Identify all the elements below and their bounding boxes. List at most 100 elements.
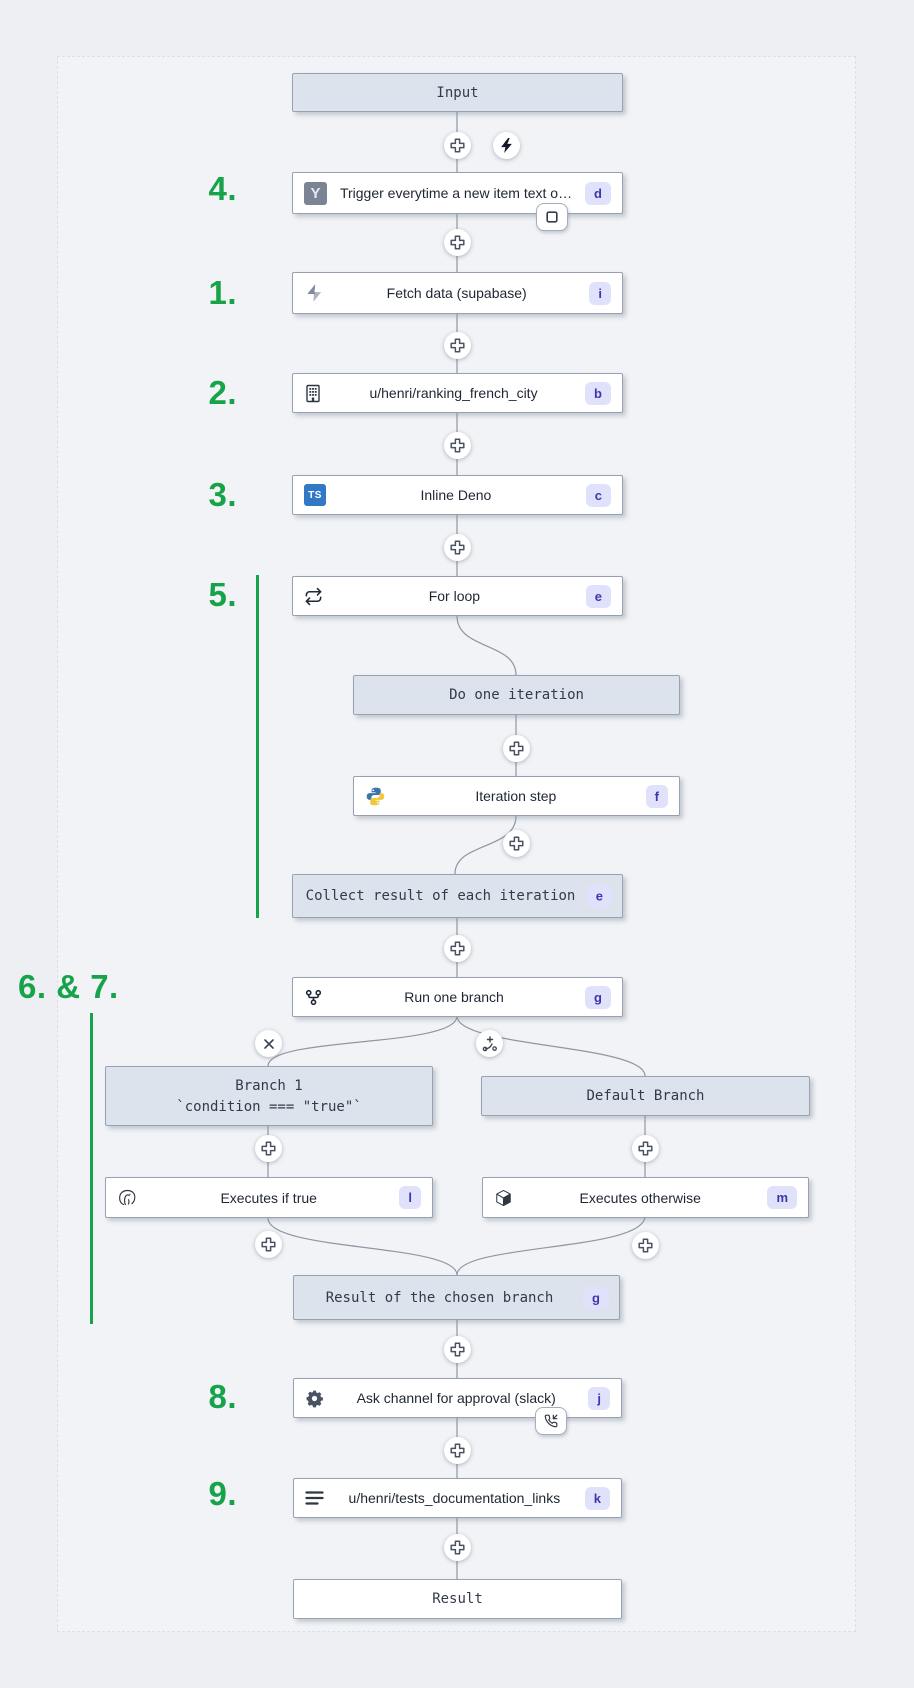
annotation-6-7: 6. & 7. [18, 968, 119, 1005]
add-step-button[interactable] [444, 1437, 471, 1464]
add-step-button[interactable] [444, 1534, 471, 1561]
step-ask-approval-badge: j [588, 1386, 610, 1410]
plus-icon [509, 741, 524, 756]
step-trigger-badge: d [585, 181, 611, 205]
close-icon [263, 1038, 274, 1049]
step-ask-approval-label: Ask channel for approval (slack) [356, 1390, 556, 1406]
step-inline-deno[interactable]: TS Inline Deno c [292, 475, 623, 515]
supabase-bolt-icon [304, 283, 324, 303]
step-tests-documentation-links-label: u/henri/tests_documentation_links [348, 1490, 561, 1506]
input-node[interactable]: Input [292, 73, 623, 112]
add-step-button[interactable] [632, 1135, 659, 1162]
collect-result-label: Collect result of each iteration [305, 888, 576, 904]
plus-icon [450, 1540, 465, 1555]
step-executes-otherwise[interactable]: Executes otherwise m [482, 1177, 809, 1218]
step-trigger-label: Trigger everytime a new item text o… [339, 185, 573, 201]
plus-icon [450, 138, 465, 153]
annotation-9: 9. [208, 1475, 237, 1512]
annotation-1: 1. [208, 274, 237, 311]
step-ask-approval[interactable]: Ask channel for approval (slack) j [293, 1378, 622, 1418]
step-executes-otherwise-label: Executes otherwise [579, 1189, 701, 1206]
plus-icon [261, 1237, 276, 1252]
step-executes-if-true-label: Executes if true [220, 1189, 317, 1206]
section-6-7-line [90, 1013, 93, 1324]
step-ranking-french-city[interactable]: u/henri/ranking_french_city b [292, 373, 623, 413]
result-node[interactable]: Result [293, 1579, 622, 1619]
step-run-one-branch-badge: g [585, 985, 611, 1009]
add-step-button[interactable] [444, 534, 471, 561]
branch1-node[interactable]: Branch 1 `condition === "true"` [105, 1066, 433, 1126]
postgres-elephant-icon [117, 1187, 138, 1208]
plus-icon [638, 1238, 653, 1253]
result-label: Result [432, 1591, 483, 1607]
plus-icon [450, 438, 465, 453]
step-fetch-data-label: Fetch data (supabase) [386, 285, 527, 301]
do-one-iteration-label: Do one iteration [449, 687, 584, 703]
add-step-button[interactable] [632, 1232, 659, 1259]
add-step-button[interactable] [503, 830, 530, 857]
step-executes-otherwise-badge: m [767, 1186, 797, 1209]
cube-icon [494, 1188, 513, 1208]
step-tests-documentation-links[interactable]: u/henri/tests_documentation_links k [293, 1478, 622, 1518]
plus-icon [450, 1342, 465, 1357]
add-step-button[interactable] [444, 229, 471, 256]
menu-lines-icon [305, 1490, 324, 1506]
building-icon [304, 384, 322, 403]
branch1-condition: `condition === "true"` [176, 1098, 362, 1115]
python-icon [365, 786, 386, 807]
annotation-4: 4. [208, 170, 237, 207]
step-for-loop[interactable]: For loop e [292, 576, 623, 616]
step-iteration[interactable]: Iteration step f [353, 776, 680, 816]
step-for-loop-badge: e [585, 584, 611, 608]
bolt-icon [501, 138, 512, 153]
step-tests-documentation-links-badge: k [584, 1486, 610, 1510]
input-label: Input [436, 84, 479, 101]
plus-icon [450, 941, 465, 956]
add-step-button[interactable] [503, 735, 530, 762]
branch-plus-icon [482, 1035, 497, 1051]
default-branch-node[interactable]: Default Branch [481, 1076, 810, 1116]
step-executes-if-true-badge: l [399, 1186, 421, 1209]
plus-icon [509, 836, 524, 851]
add-step-button[interactable] [444, 432, 471, 459]
collect-result-node[interactable]: Collect result of each iteration e [292, 874, 623, 918]
step-iteration-label: Iteration step [475, 788, 557, 804]
step-run-one-branch[interactable]: Run one branch g [292, 977, 623, 1017]
collect-result-badge: e [586, 884, 612, 908]
suspend-toggle-button[interactable] [536, 203, 568, 231]
plus-icon [261, 1141, 276, 1156]
gear-icon [305, 1389, 324, 1408]
add-step-button[interactable] [444, 332, 471, 359]
add-step-button[interactable] [444, 935, 471, 962]
annotation-3: 3. [208, 476, 237, 513]
git-fork-icon [304, 988, 323, 1007]
chosen-branch-result-node[interactable]: Result of the chosen branch g [293, 1275, 620, 1320]
add-branch-button[interactable] [476, 1030, 503, 1057]
remove-branch-button[interactable] [255, 1030, 282, 1057]
add-step-button[interactable] [444, 132, 471, 159]
step-executes-if-true[interactable]: Executes if true l [105, 1177, 433, 1218]
add-step-button[interactable] [444, 1336, 471, 1363]
step-trigger[interactable]: Y Trigger everytime a new item text o… d [292, 172, 623, 214]
add-step-button[interactable] [255, 1135, 282, 1162]
approval-call-button[interactable] [535, 1407, 567, 1435]
trigger-bolt-button[interactable] [493, 132, 520, 159]
step-fetch-data-badge: i [589, 281, 611, 305]
default-branch-label: Default Branch [586, 1088, 705, 1104]
step-inline-deno-label: Inline Deno [420, 487, 492, 503]
add-step-button[interactable] [255, 1231, 282, 1258]
step-ranking-french-city-label: u/henri/ranking_french_city [369, 385, 538, 401]
plus-icon [450, 540, 465, 555]
plus-icon [638, 1141, 653, 1156]
annotation-2: 2. [208, 374, 237, 411]
step-fetch-data[interactable]: Fetch data (supabase) i [292, 272, 623, 314]
phone-incoming-icon [544, 1414, 558, 1428]
branch1-title: Branch 1 [235, 1077, 303, 1094]
plus-icon [450, 1443, 465, 1458]
repeat-icon [304, 587, 323, 606]
plus-icon [450, 338, 465, 353]
typescript-icon: TS [304, 484, 326, 506]
do-one-iteration-node[interactable]: Do one iteration [353, 675, 680, 715]
section-5-line [256, 575, 259, 918]
